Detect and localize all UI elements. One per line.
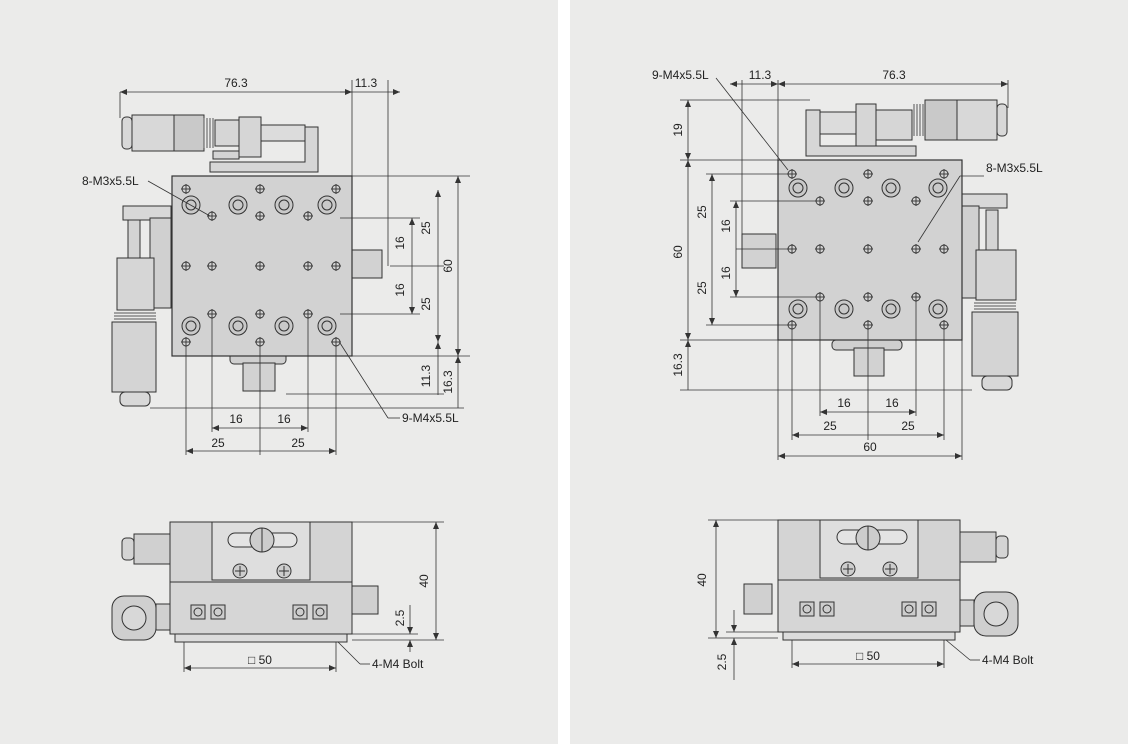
dim-h-16-left: 16: [229, 412, 243, 426]
bottom-knob: [229, 351, 287, 392]
side-screws: [799, 601, 937, 617]
dim-h-25-left: 25: [823, 419, 837, 433]
left-drawing-panel: 76.3 11.3 8-M3x5.5L 9-M4x5.5L 25 16 16 2…: [0, 0, 558, 744]
left-side-knob: [111, 205, 172, 407]
dim-v-16-top: 16: [393, 236, 407, 250]
dim-v-19: 19: [671, 123, 685, 137]
dim-v-60: 60: [671, 245, 685, 259]
side-dim-height: 40: [417, 574, 431, 588]
hole-callout-m3: 8-M3x5.5L: [986, 161, 1043, 175]
hole-callout-m4: 9-M4x5.5L: [652, 68, 709, 82]
side-screws: [190, 604, 328, 620]
dim-v-25-top: 25: [695, 205, 709, 219]
dim-v-11-3: 11.3: [419, 364, 433, 387]
dimension-lines: [119, 80, 470, 455]
counterbored-holes: [788, 178, 948, 319]
dim-h-16-right: 16: [277, 412, 291, 426]
side-dim-base: 2.5: [393, 609, 407, 626]
dim-v-16-3: 16.3: [441, 370, 455, 394]
dim-h-16-right: 16: [885, 396, 899, 410]
right-side-view: [708, 519, 1019, 680]
dim-h-60: 60: [863, 440, 877, 454]
dim-v-16-3: 16.3: [671, 353, 685, 377]
dim-h-25-right: 25: [291, 436, 305, 450]
dim-v-16-top: 16: [719, 219, 733, 233]
side-dim-width: □ 50: [248, 653, 272, 667]
side-dim-height: 40: [695, 573, 709, 587]
dim-v-16-bottom: 16: [393, 283, 407, 297]
right-drawing-panel: 9-M4x5.5L 11.3 76.3 19 8-M3x5.5L 25 16 6…: [570, 0, 1128, 744]
right-clamp: [351, 249, 383, 279]
dim-h-25-left: 25: [211, 436, 225, 450]
dimension-lines: [680, 77, 1009, 460]
bolt-callout: 4-M4 Bolt: [372, 657, 424, 671]
left-clamp: [741, 233, 777, 269]
cross-screws: [232, 563, 292, 579]
right-top-view: [680, 77, 1019, 460]
micrometer-top: [121, 114, 319, 173]
dim-overall-width: 76.3: [882, 68, 906, 82]
bolt-callout: 4-M4 Bolt: [982, 653, 1034, 667]
dim-v-16-bottom: 16: [719, 266, 733, 280]
right-side-knob: [958, 193, 1019, 391]
right-drawing: 9-M4x5.5L 11.3 76.3 19 8-M3x5.5L 25 16 6…: [652, 68, 1043, 680]
left-drawing: 76.3 11.3 8-M3x5.5L 9-M4x5.5L 25 16 16 2…: [82, 76, 470, 672]
dim-v-25-bottom: 25: [695, 281, 709, 295]
bottom-knob: [831, 339, 903, 377]
dim-v-25-bottom: 25: [419, 297, 433, 311]
counterbored-holes: [181, 195, 337, 336]
left-top-view: [111, 80, 470, 455]
left-side-view: [111, 521, 444, 672]
side-dim-width: □ 50: [856, 649, 880, 663]
micrometer-top: [805, 99, 1008, 157]
hole-callout-m4: 9-M4x5.5L: [402, 411, 459, 425]
hole-callout-m3: 8-M3x5.5L: [82, 174, 139, 188]
dim-offset-left: 11.3: [749, 68, 772, 82]
dim-h-16-left: 16: [837, 396, 851, 410]
dim-overall-width: 76.3: [224, 76, 248, 90]
dim-v-60: 60: [441, 259, 455, 273]
dim-v-25-top: 25: [419, 221, 433, 235]
cross-screws: [840, 561, 898, 577]
side-dim-base: 2.5: [715, 653, 729, 670]
dim-h-25-right: 25: [901, 419, 915, 433]
threaded-holes: [787, 169, 949, 330]
dim-offset-right: 11.3: [355, 76, 378, 90]
